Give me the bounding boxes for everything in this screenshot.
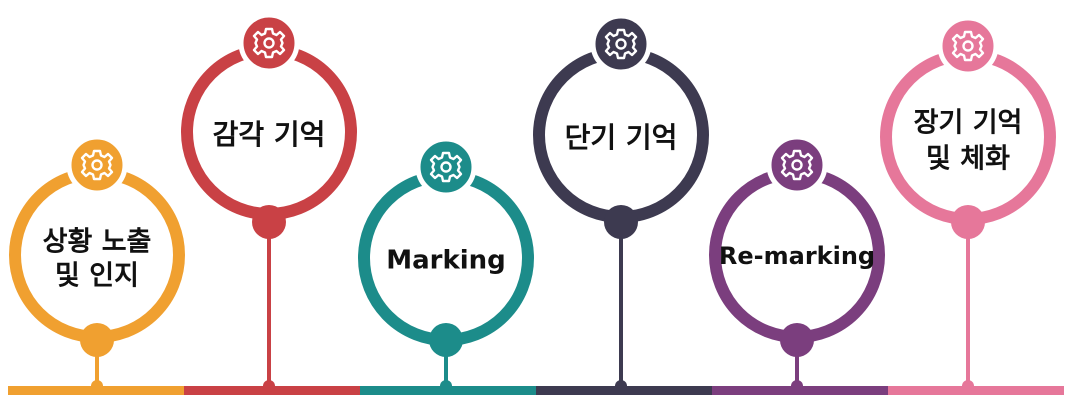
step-4-base-dot: [615, 380, 627, 392]
step-5-label: Re-marking: [719, 242, 875, 270]
step-1-bottom-dot: [80, 323, 114, 357]
step-5-top-badge: [766, 134, 828, 196]
step-1: 상황 노출 및 인지: [9, 134, 185, 392]
step-6-label-line-1: 장기 기억: [914, 108, 1023, 139]
step-6: 장기 기억 및 체화: [880, 15, 1056, 392]
step-4-label: 단기 기억: [565, 121, 678, 154]
step-2-bottom-dot: [252, 205, 286, 239]
step-4-bottom-dot: [604, 205, 638, 239]
step-6-label-line-2: 및 체화: [926, 144, 1010, 175]
step-6-base-dot: [962, 380, 974, 392]
step-5: Re-marking: [709, 134, 885, 392]
step-6-top-badge: [937, 15, 999, 77]
step-5-base-dot: [791, 380, 803, 392]
step-3: Marking: [358, 136, 534, 392]
step-3-top-badge: [415, 136, 477, 198]
step-1-top-badge: [66, 134, 128, 196]
step-2-top-badge: [238, 12, 300, 74]
step-1-label-line-2: 및 인지: [55, 261, 139, 292]
step-2-base-dot: [263, 380, 275, 392]
step-3-bottom-dot: [429, 323, 463, 357]
step-2-label: 감각 기억: [213, 118, 326, 151]
step-6-bottom-dot: [951, 205, 985, 239]
step-3-base-dot: [440, 380, 452, 392]
step-1-base-dot: [91, 380, 103, 392]
step-1-label-line-1: 상황 노출: [43, 227, 152, 258]
step-4-top-badge: [590, 13, 652, 75]
baseline-segment-6: [888, 386, 1064, 395]
step-2: 감각 기억: [181, 12, 357, 392]
step-5-bottom-dot: [780, 323, 814, 357]
step-3-label: Marking: [386, 246, 506, 276]
step-4: 단기 기억: [533, 13, 709, 392]
